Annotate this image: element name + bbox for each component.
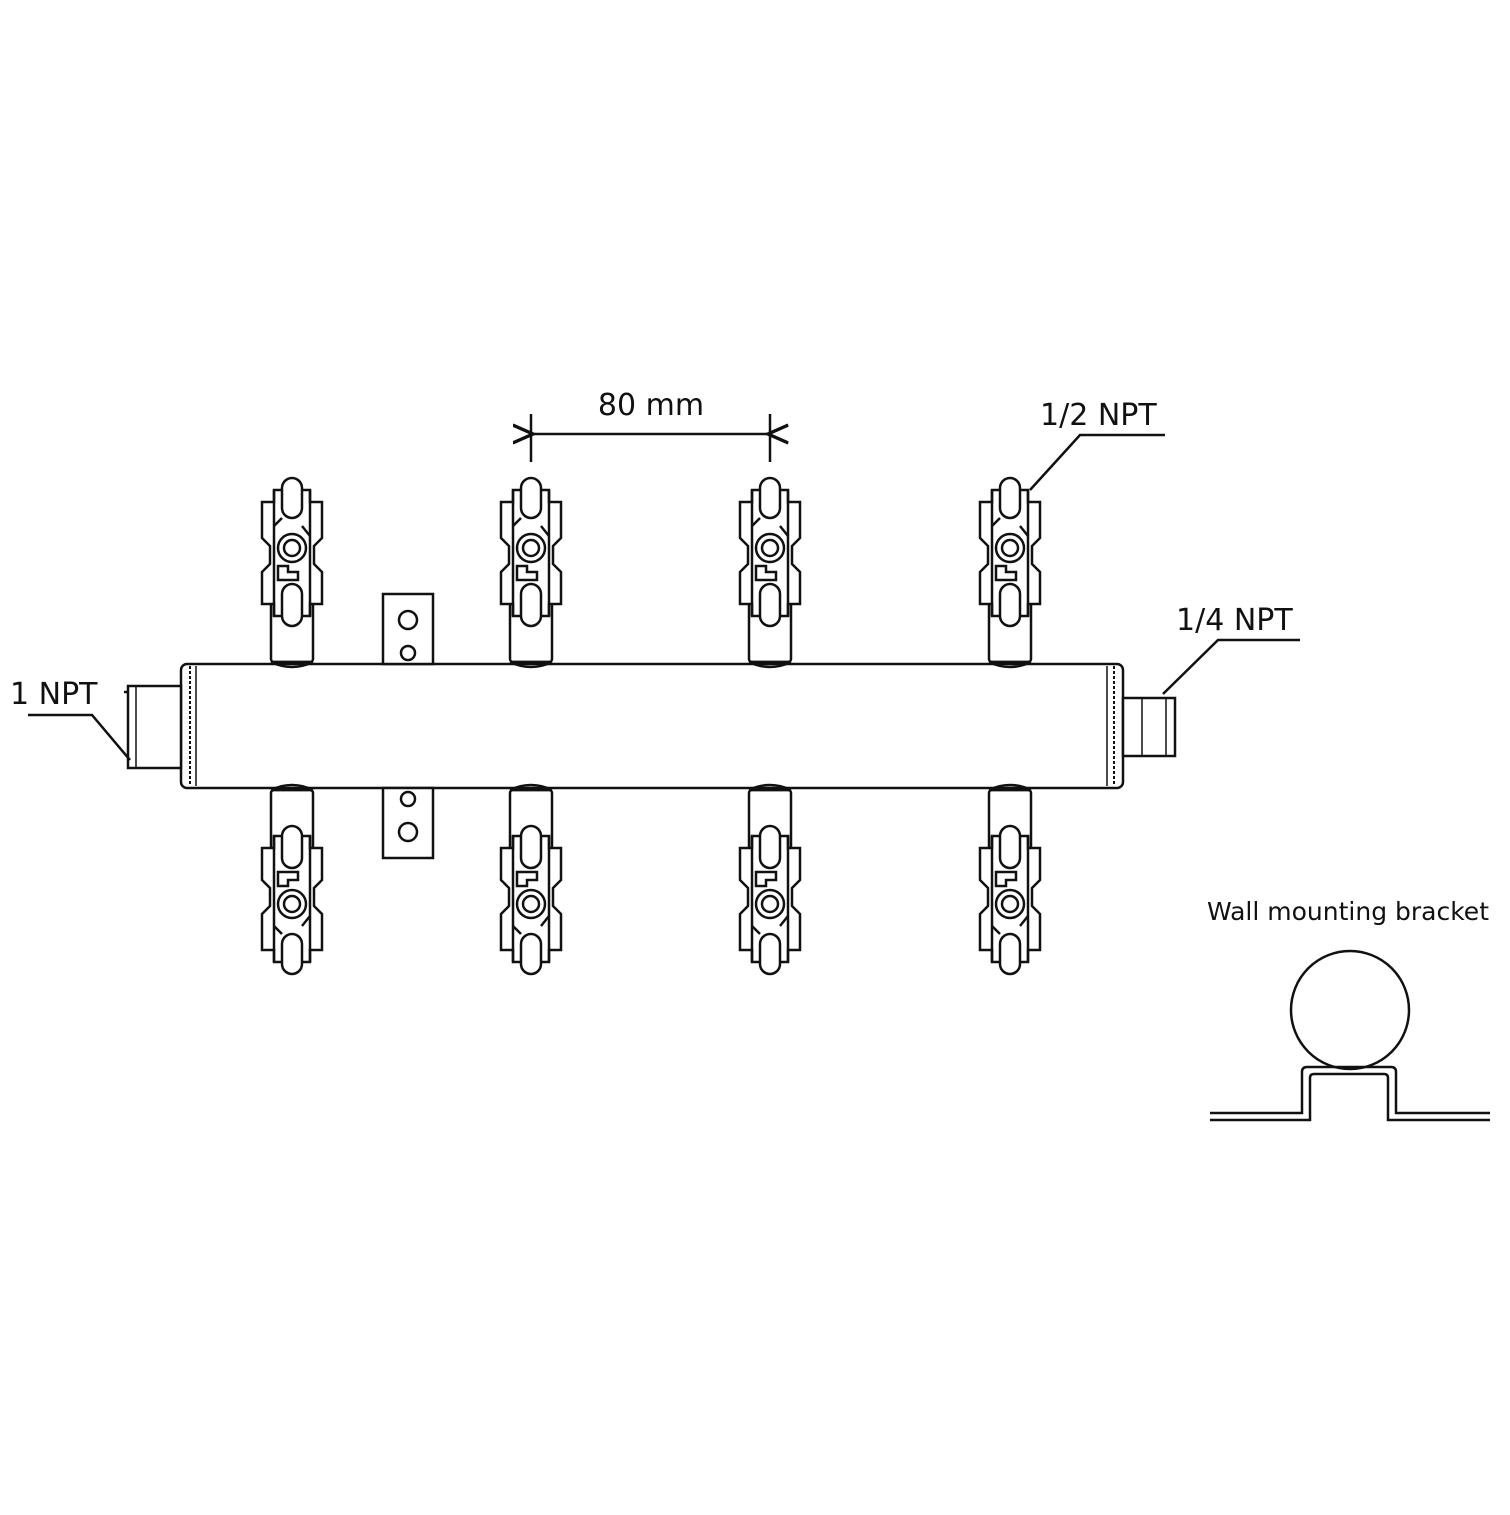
valve-top-1 (260, 476, 324, 669)
spacing-dimension: 80 mm (531, 388, 770, 462)
valve-bottom-1 (260, 783, 324, 976)
bracket-detail: Wall mounting bracket (1207, 897, 1490, 1122)
inlet-thread-label: 1 NPT (10, 677, 98, 712)
gauge-port (1121, 696, 1177, 758)
valve-top-2 (499, 476, 563, 669)
spacing-label: 80 mm (598, 388, 704, 423)
bracket-plate-top (381, 592, 435, 666)
callout-inlet: 1 NPT (10, 677, 131, 761)
bracket-plate-bottom (381, 786, 435, 860)
valve-bottom-4 (978, 783, 1042, 976)
valve-bottom-2 (499, 783, 563, 976)
valve-top-4 (978, 476, 1042, 669)
inlet-fitting (124, 684, 183, 770)
callout-outlet: 1/2 NPT (1029, 398, 1165, 491)
manifold-header (179, 662, 1125, 790)
callout-gauge: 1/4 NPT (1162, 603, 1300, 695)
valve-top-3 (738, 476, 802, 669)
outlet-thread-label: 1/2 NPT (1040, 398, 1157, 433)
gauge-thread-label: 1/4 NPT (1176, 603, 1293, 638)
bracket-caption: Wall mounting bracket (1207, 897, 1489, 926)
valve-bottom-3 (738, 783, 802, 976)
